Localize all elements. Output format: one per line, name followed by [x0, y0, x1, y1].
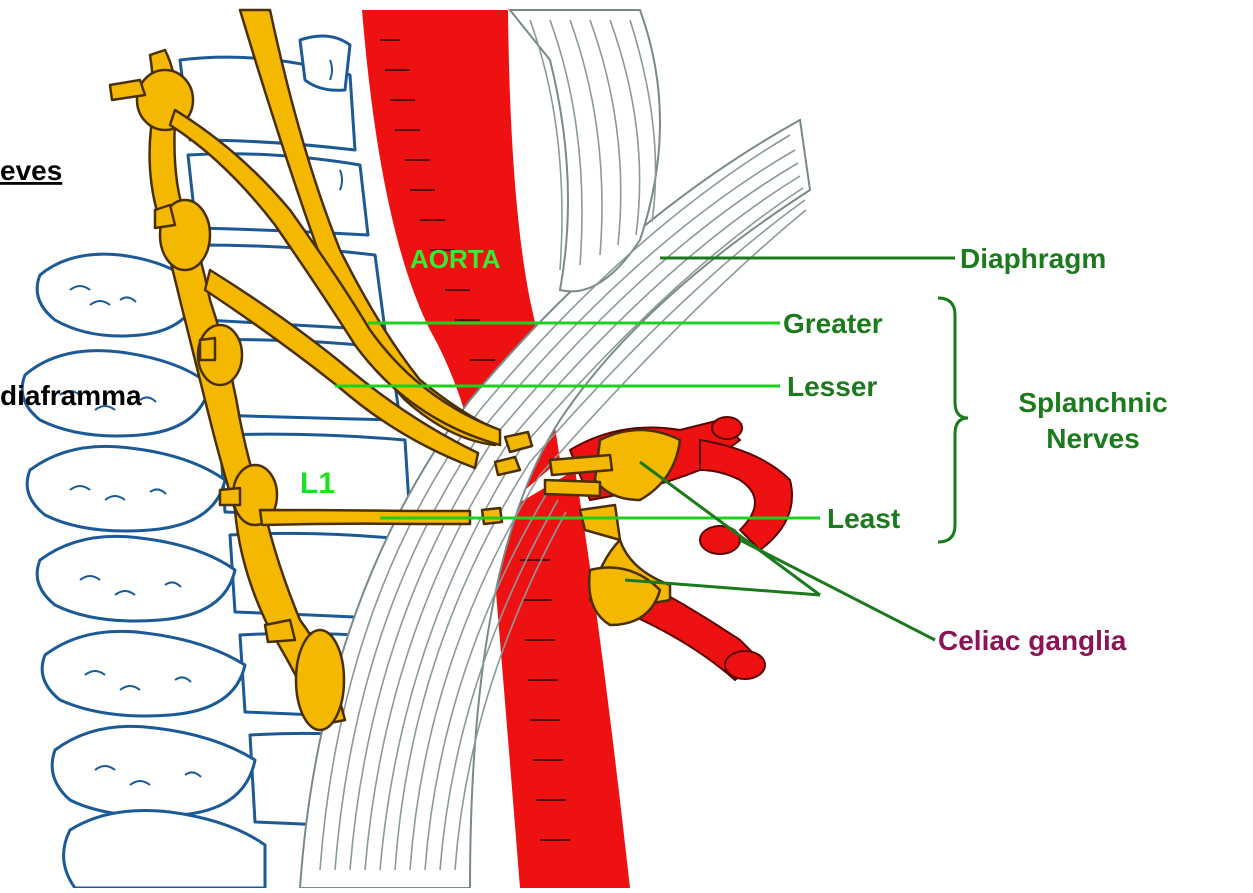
- vertebral-process: [27, 446, 225, 531]
- ramus: [110, 80, 145, 100]
- least-label: Least: [827, 503, 900, 534]
- greater-label: Greater: [783, 308, 883, 339]
- celiac-leader-upper: [640, 462, 820, 595]
- aorta-label: AORTA: [410, 244, 501, 274]
- diaphragm-label: Diaphragm: [960, 243, 1106, 274]
- ramus: [155, 205, 175, 228]
- ramus: [220, 488, 240, 505]
- celiac-ganglia-label: Celiac ganglia: [938, 625, 1127, 656]
- nerve-fragment: [482, 508, 502, 524]
- trunk-ganglion: [296, 630, 344, 730]
- vertebral-process: [300, 36, 350, 90]
- vertebral-process: [52, 726, 255, 816]
- side-fragment: diaframma: [0, 380, 142, 411]
- artery-cut-end: [725, 651, 765, 679]
- splanchnic-label-line1: Splanchnic: [1018, 387, 1167, 418]
- celiac-ganglion: [545, 480, 600, 496]
- header-fragment: eves: [0, 155, 62, 186]
- l1-label: L1: [300, 467, 335, 500]
- artery-cut-end: [712, 417, 742, 439]
- ramus: [200, 338, 215, 360]
- ramus: [265, 620, 295, 642]
- splanchnic-label-line2: Nerves: [1046, 423, 1139, 454]
- vertebral-process: [37, 536, 235, 621]
- celiac-ganglion: [550, 455, 612, 475]
- splanchnic-bracket: [938, 298, 968, 542]
- vertebral-process: [42, 631, 245, 716]
- lesser-label: Lesser: [787, 371, 877, 402]
- vertebral-process: [64, 810, 265, 888]
